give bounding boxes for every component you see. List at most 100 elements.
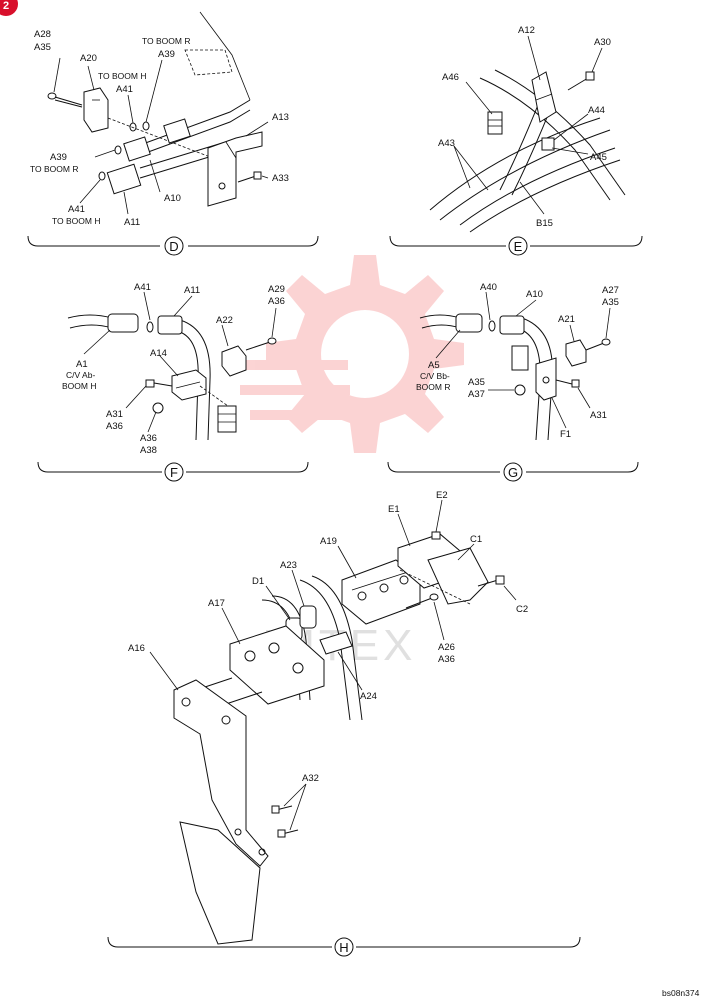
label-a44: A44 (588, 105, 605, 116)
label-a36-top: A36 (268, 296, 285, 307)
leaders-g (435, 291, 611, 429)
label-a21: A21 (558, 314, 575, 325)
label-e2: E2 (436, 490, 448, 501)
label-a33: A33 (272, 173, 289, 184)
fitting-a5 (455, 313, 483, 333)
o-ring-a41 (146, 321, 154, 333)
label-a27: A27 (602, 285, 619, 296)
leaders-d (53, 57, 269, 215)
bolt-a29 (245, 337, 277, 351)
label-a5-sub1: C/V Bb- (420, 371, 450, 381)
label-a1-sub1: C/V Ab- (66, 370, 95, 380)
label-a5-sub2: BOOM R (416, 382, 450, 392)
bracket-a16 (173, 679, 269, 867)
label-a36-left: A36 (106, 421, 123, 432)
label-e1: E1 (388, 504, 400, 515)
label-a10: A10 (164, 193, 181, 204)
corner-badge: 2 (0, 0, 18, 16)
plate-lower (179, 821, 261, 945)
clamp-a44 (541, 137, 555, 151)
label-a29: A29 (268, 284, 285, 295)
label-a13: A13 (272, 112, 289, 123)
o-ring-a39-left (114, 145, 122, 155)
section-marker-g (503, 462, 523, 482)
label-a35-left: A35 (468, 377, 485, 388)
leaders-h (149, 499, 517, 831)
o-ring-a40 (488, 320, 496, 332)
section-f: A41 A11 A29 A36 A22 A1 C/V Ab- BOOM H A1… (37, 282, 309, 482)
bracket-a13 (207, 131, 263, 207)
svg-text:2: 2 (3, 0, 9, 12)
label-a46: A46 (442, 72, 459, 83)
section-h: E2 E1 C1 A19 D1 A23 C2 A17 A26 A36 A16 A… (107, 490, 581, 957)
nut-a37 (514, 384, 526, 396)
label-f1: F1 (560, 429, 571, 440)
section-marker-h (334, 937, 354, 957)
fitting-a10 (123, 136, 151, 162)
label-a26: A26 (438, 642, 455, 653)
clamp-a17 (229, 625, 325, 705)
section-letter-d: D (169, 239, 178, 254)
label-a38: A38 (140, 445, 157, 456)
leaders-f (83, 291, 277, 433)
label-a30: A30 (594, 37, 611, 48)
label-a12: A12 (518, 25, 535, 36)
fitting-a10 (499, 315, 525, 335)
bolt-c2 (477, 575, 505, 587)
bolts-a32 (271, 805, 299, 838)
label-to-boom-r-left: TO BOOM R (30, 164, 79, 174)
label-c2: C2 (516, 604, 528, 615)
label-a41: A41 (134, 282, 151, 293)
section-marker-e (508, 236, 528, 256)
fitting-a1 (107, 313, 139, 333)
label-a39-left: A39 (50, 152, 67, 163)
bolt-e2 (431, 531, 441, 540)
section-letter-h: H (339, 940, 348, 955)
label-a5: A5 (428, 360, 440, 371)
clamp-a21 (565, 339, 587, 367)
watermark-gear-logo (228, 255, 464, 453)
label-a41-bottom: A41 (68, 204, 85, 215)
label-a11: A11 (124, 217, 140, 228)
section-marker-f (164, 462, 184, 482)
label-a24: A24 (360, 691, 377, 702)
label-a28: A28 (34, 29, 51, 40)
bolt-a31 (555, 379, 580, 388)
label-a37: A37 (468, 389, 485, 400)
clamp-a22 (221, 345, 247, 377)
label-a1-sub2: BOOM H (62, 381, 96, 391)
label-to-boom-h-bottom: TO BOOM H (52, 216, 101, 226)
label-c1: C1 (470, 534, 482, 545)
clamp-a19 (341, 559, 421, 625)
label-a14: A14 (150, 348, 167, 359)
bolt-a31 (145, 379, 173, 388)
leaders-e (453, 35, 603, 215)
section-marker-d (164, 236, 184, 256)
section-d: A28 A35 A20 TO BOOM R A39 TO BOOM H A41 … (27, 11, 319, 256)
label-to-boom-r-top: TO BOOM R (142, 36, 191, 46)
label-a35-top: A35 (602, 297, 619, 308)
bolt-a26 (405, 593, 439, 609)
fitting-a23 (299, 605, 317, 629)
label-a11: A11 (184, 285, 200, 296)
section-e: A12 A30 A46 A44 A43 A45 B15 E (389, 25, 643, 256)
label-a36: A36 (438, 654, 455, 665)
clamp-a24 (319, 631, 353, 655)
fitting-upper (163, 118, 191, 144)
label-a23: A23 (280, 560, 297, 571)
label-a36-bottom: A36 (140, 433, 157, 444)
label-a40: A40 (480, 282, 497, 293)
label-a45: A45 (590, 152, 607, 163)
clamp-block-f (217, 405, 237, 433)
label-d1: D1 (252, 576, 264, 587)
fitting-a11 (157, 315, 183, 335)
fitting-a11 (106, 163, 142, 195)
label-a16: A16 (128, 643, 145, 654)
plate-c1 (427, 547, 489, 605)
clamp-block-g (511, 345, 529, 371)
label-a31: A31 (106, 409, 123, 420)
bolt-a27 (585, 338, 611, 351)
section-g: A40 A10 A27 A35 A21 A5 C/V Bb- BOOM R A3… (387, 282, 639, 482)
label-a19: A19 (320, 536, 337, 547)
